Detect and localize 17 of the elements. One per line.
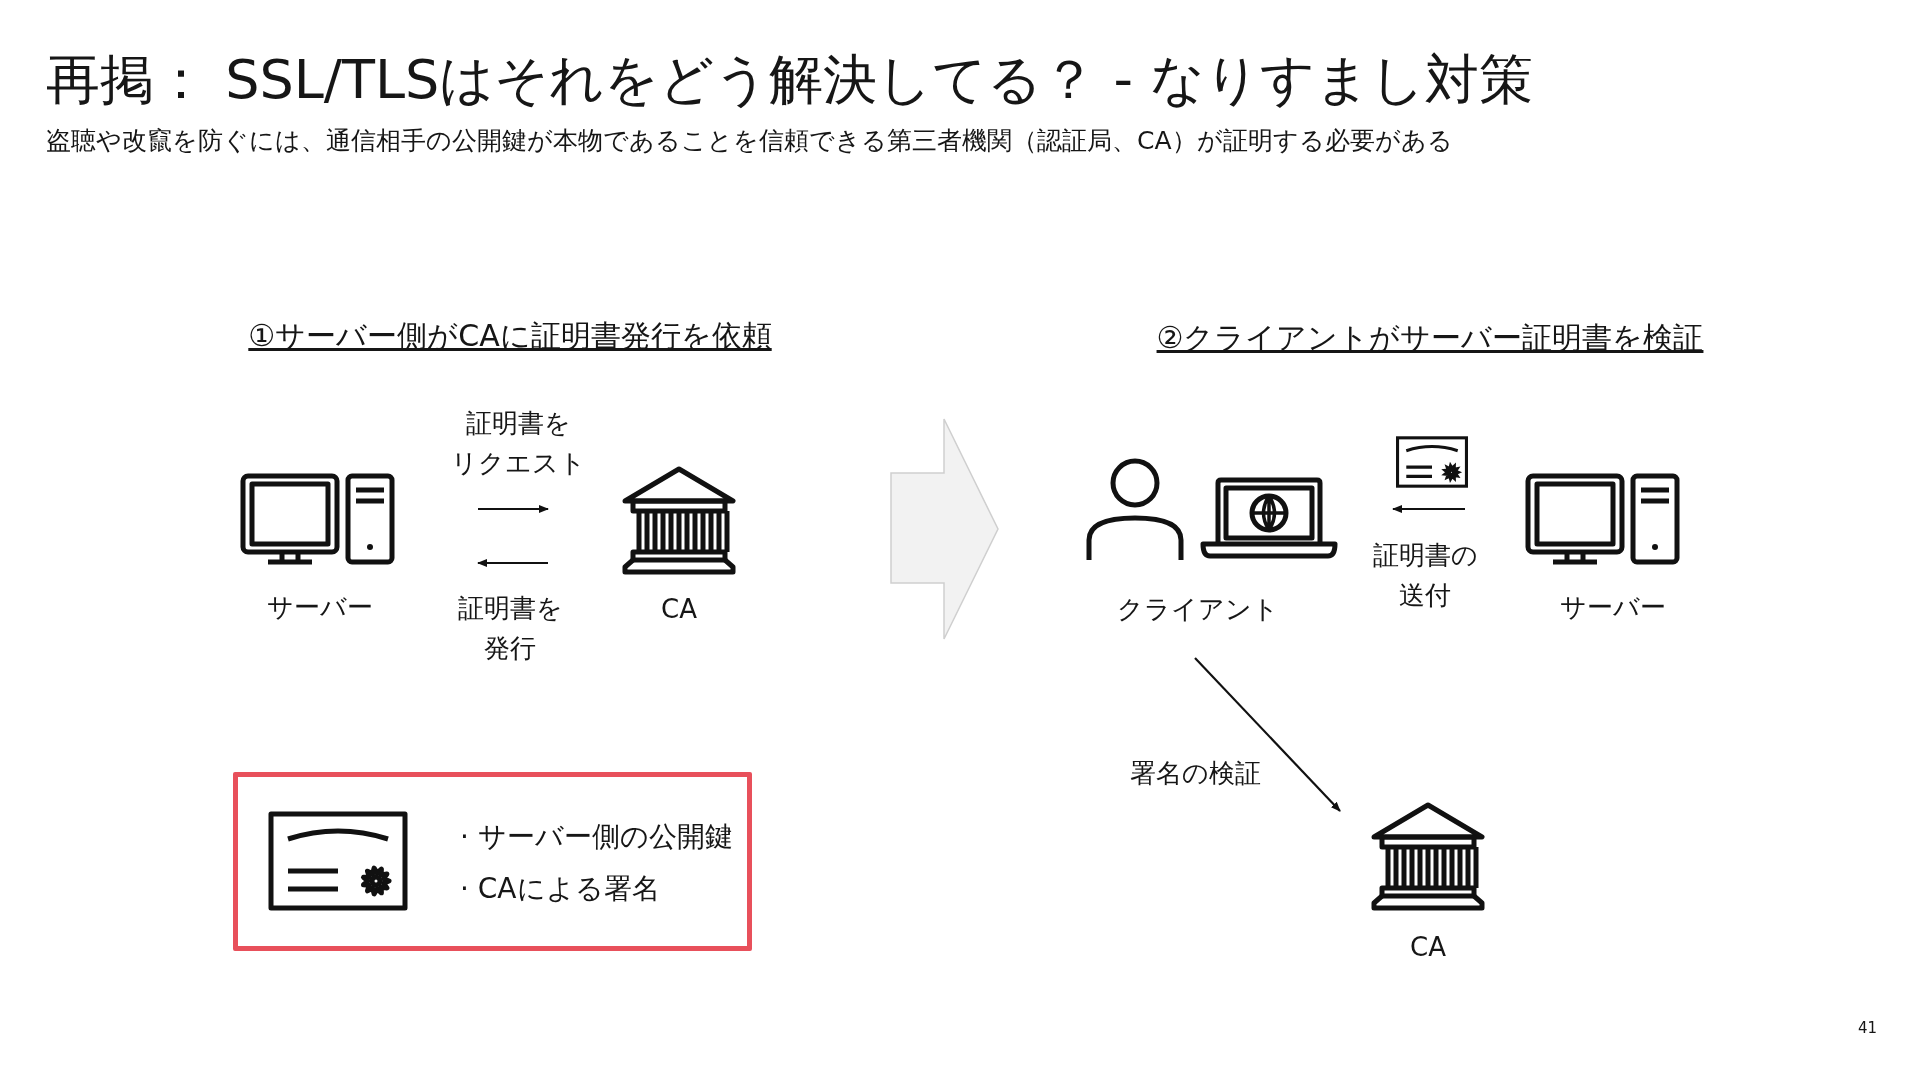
slide-title: 再掲： SSL/TLSはそれをどう解決してる？ - なりすまし対策 [46, 47, 1534, 113]
bullet-item: · CAによる署名 [460, 871, 660, 907]
certificate-card [233, 772, 752, 951]
section-heading: ②クライアントがサーバー証明書を検証 [1156, 319, 1704, 357]
node-label: クライアント [1117, 593, 1279, 626]
node-label: CA [1410, 932, 1446, 962]
node-label: サーバー [1560, 591, 1666, 624]
section-heading: ①サーバー側がCAに証明書発行を依頼 [248, 317, 772, 355]
arrow [1194, 657, 1341, 812]
subtitle: 盗聴や改竄を防ぐには、通信相手の公開鍵が本物であることを信頼できる第三者機関（認証局、CA）が証明する必要がある [46, 125, 1453, 157]
node-label: CA [661, 594, 697, 624]
bullet-item: · サーバー側の公開鍵 [460, 819, 733, 855]
arrow [478, 505, 549, 513]
arrow [1392, 505, 1465, 513]
page-number: 41 [1858, 1019, 1878, 1037]
node-label: サーバー [267, 591, 373, 624]
arrow [477, 559, 548, 567]
